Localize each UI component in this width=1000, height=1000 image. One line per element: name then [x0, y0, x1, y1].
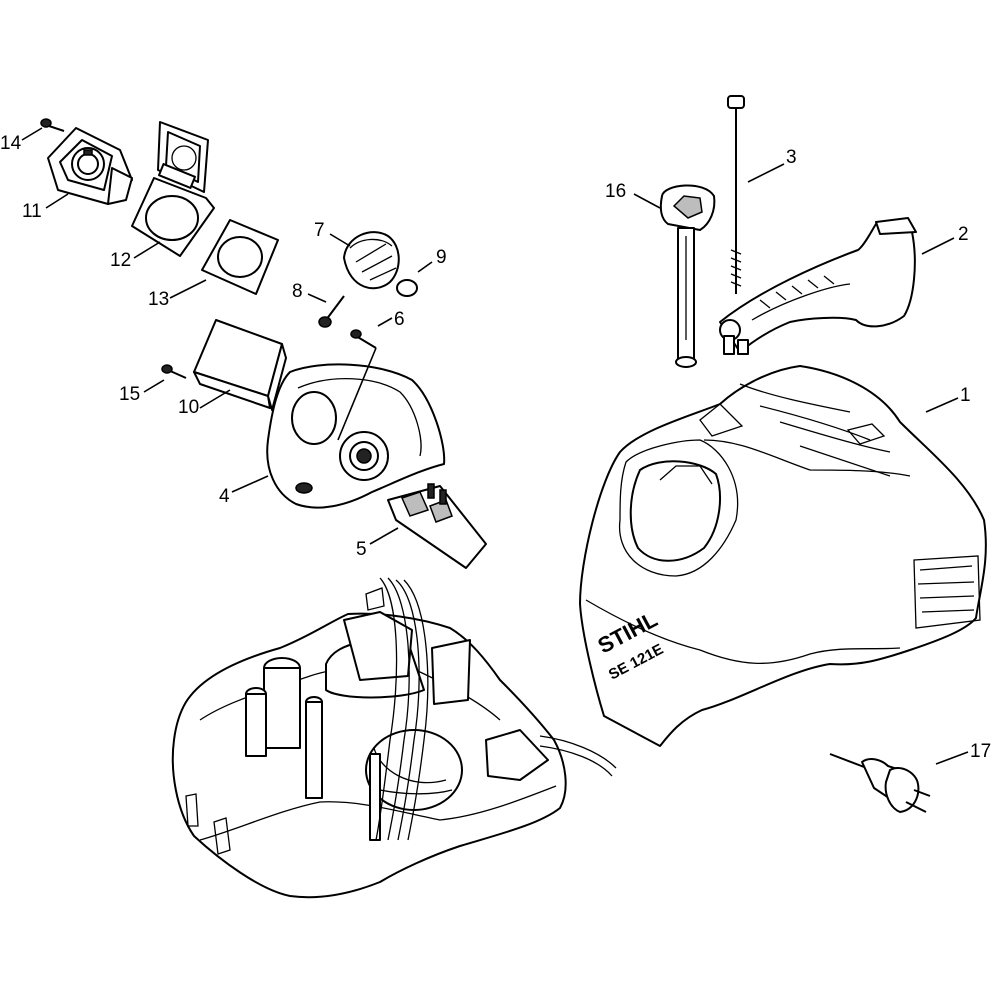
part-16-clip: [659, 184, 716, 368]
callout-4: 4: [219, 486, 230, 507]
part-9-o-ring: [396, 279, 418, 297]
part-11-socket: [47, 127, 133, 205]
part-3-bolt: [727, 95, 745, 294]
callout-6: 6: [394, 309, 405, 330]
part-12-flip-cover: [131, 121, 215, 257]
callout-3: 3: [786, 147, 797, 168]
callout-1: 1: [960, 385, 971, 406]
part-10-cover: [193, 319, 287, 411]
callout-labels: 1 2 3 4 5 6 7 8 9 10 11 12 13 14 15 16 1…: [0, 133, 991, 762]
part-13-gasket: [201, 219, 279, 295]
callout-13: 13: [148, 289, 169, 310]
callout-16: 16: [605, 181, 626, 202]
part-17-plug: [829, 753, 931, 813]
part-14-screw: [40, 118, 65, 132]
callout-5: 5: [356, 539, 367, 560]
callout-10: 10: [178, 397, 199, 418]
callout-11: 11: [22, 201, 42, 222]
callout-2: 2: [958, 224, 969, 245]
part-7-knob: [343, 231, 400, 290]
part-5-switch-board: [387, 483, 487, 569]
callout-8: 8: [292, 281, 303, 302]
part-4-control-panel: [266, 363, 446, 509]
part-1-housing: [579, 365, 987, 747]
callout-17: 17: [970, 741, 991, 762]
callout-7: 7: [314, 220, 325, 241]
part-6-screw: [350, 329, 377, 349]
callout-12: 12: [110, 250, 131, 271]
part-8-screw: [318, 295, 345, 328]
part-15-screw: [161, 364, 187, 379]
callout-14: 14: [0, 133, 22, 154]
leader-lines: [21, 127, 969, 765]
base-housing: [171, 577, 617, 899]
callout-9: 9: [436, 247, 447, 268]
part-2-handle: [719, 217, 917, 355]
callout-15: 15: [119, 384, 140, 405]
